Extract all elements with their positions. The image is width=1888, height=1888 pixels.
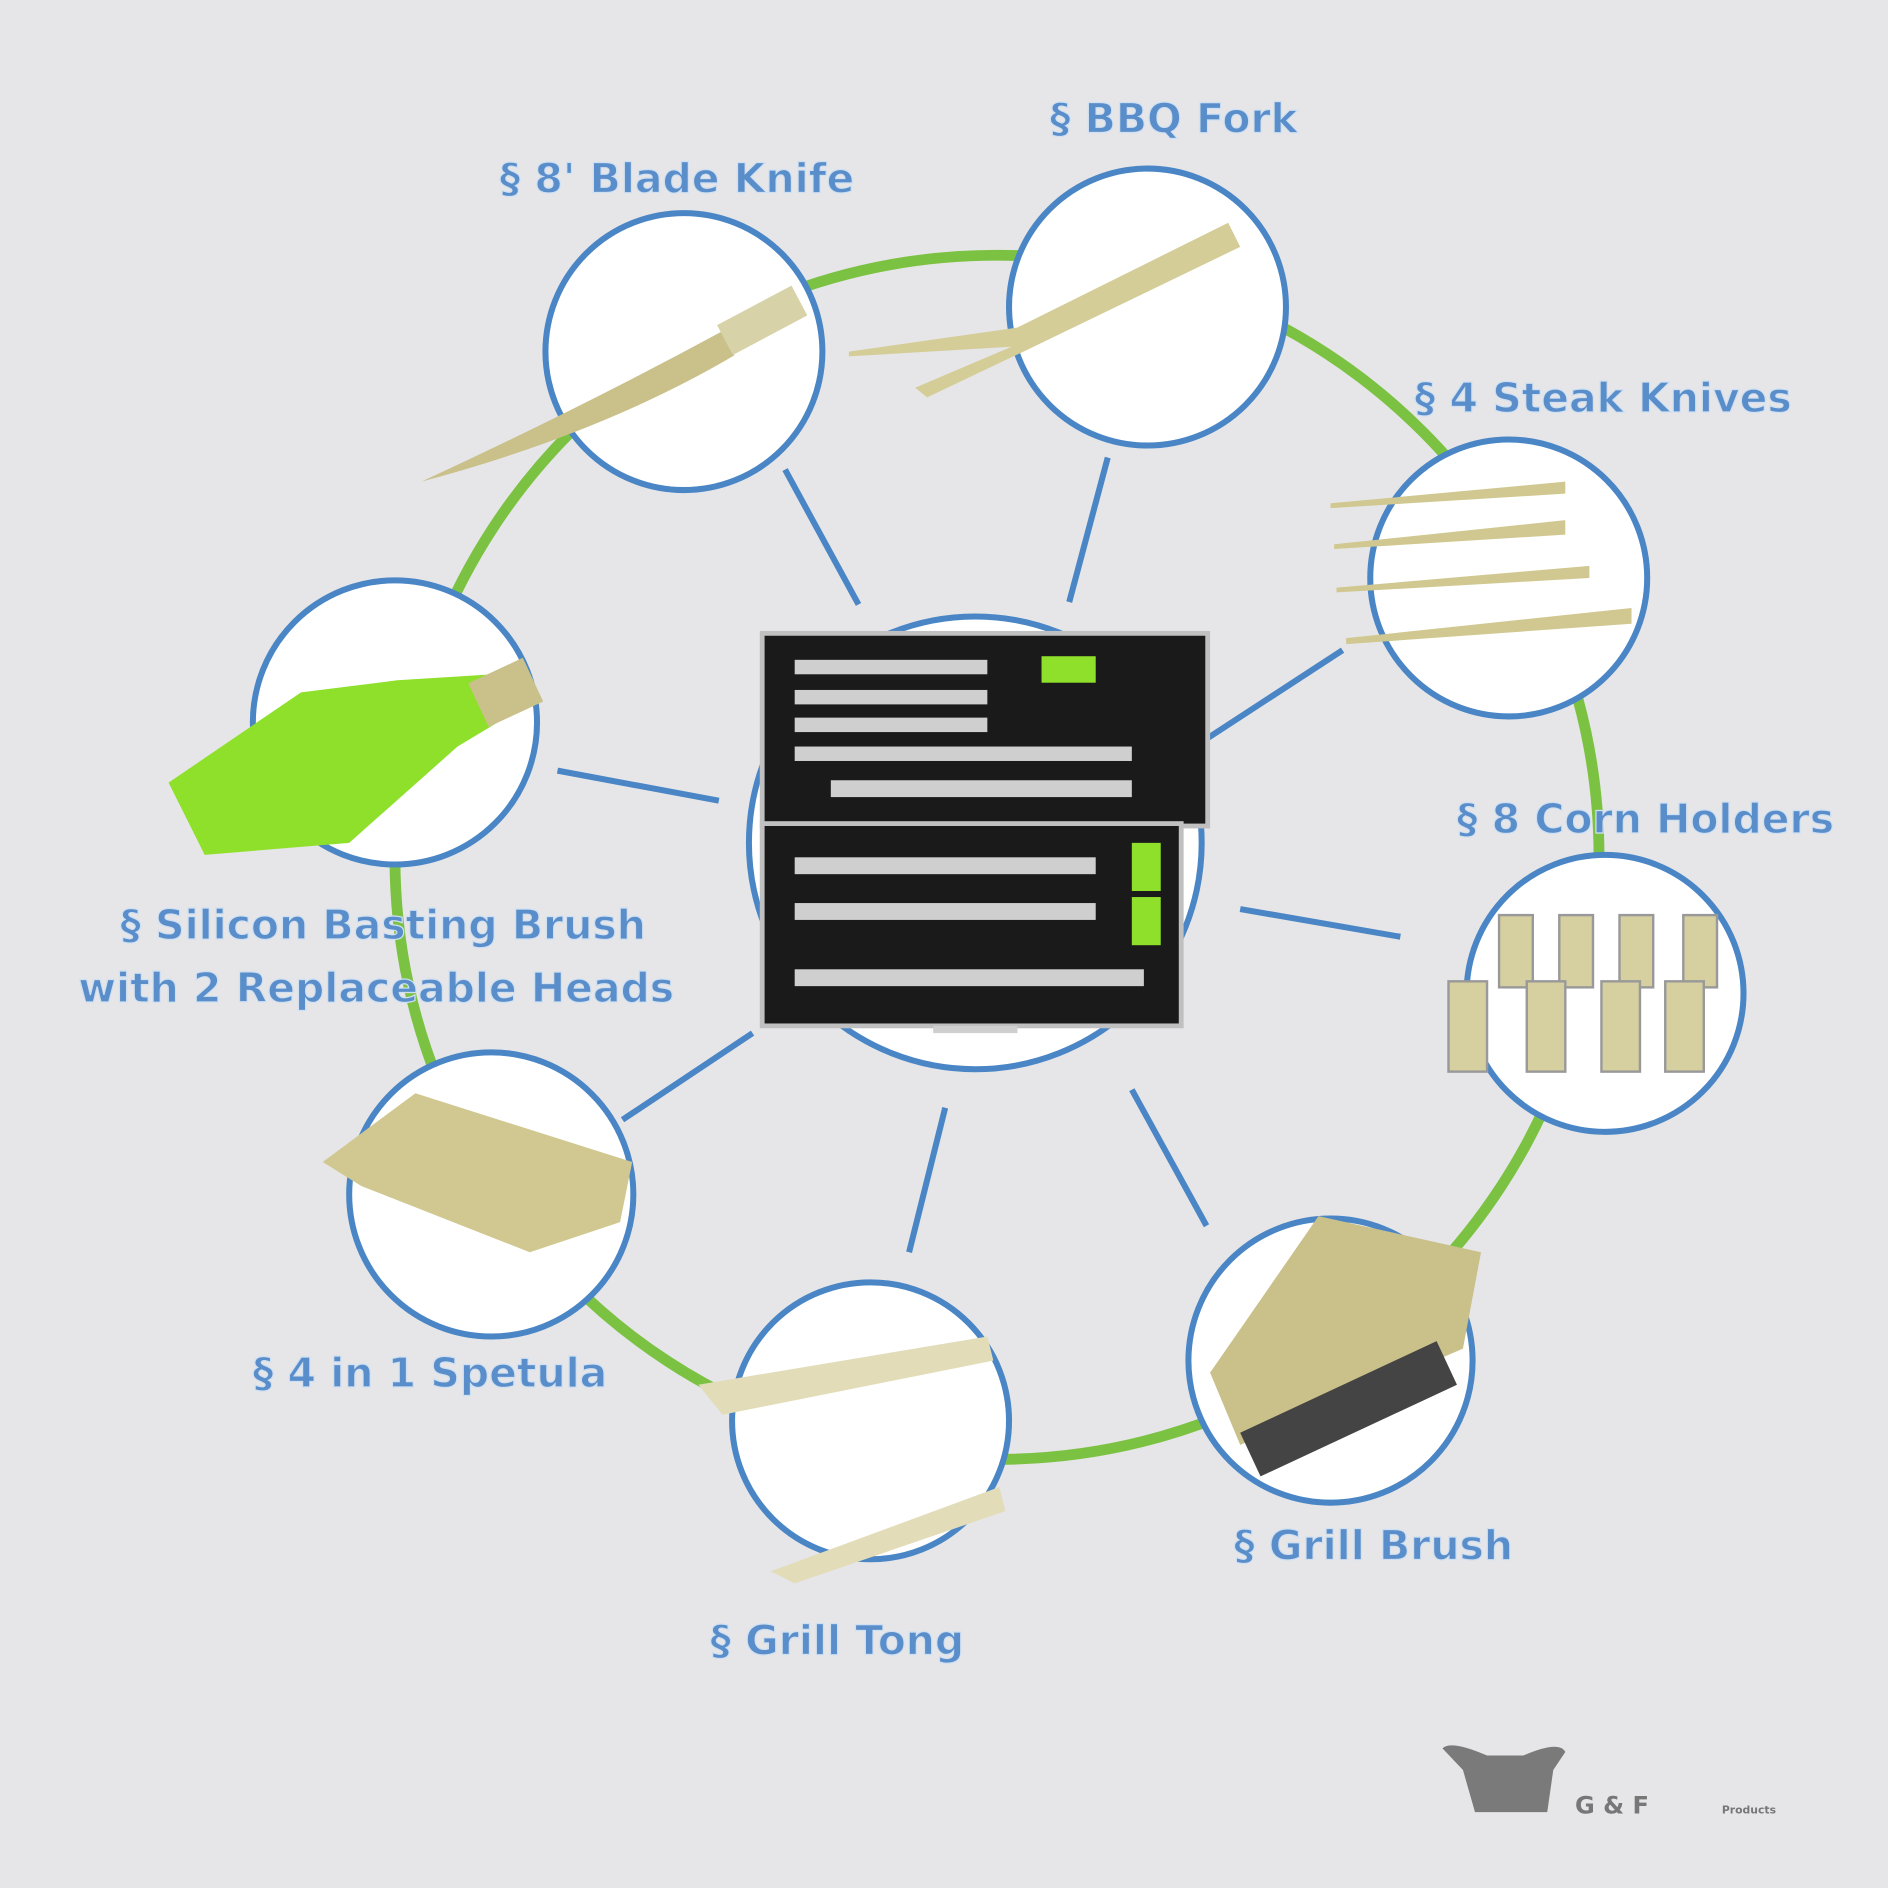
fork-image xyxy=(848,222,1241,398)
label-basting-brush-1: § Silicon Basting Brush xyxy=(120,901,645,949)
label-corn-holders: § 8 Corn Holders xyxy=(1457,795,1834,843)
spatula-image xyxy=(322,1093,633,1253)
logo-subtext: Products xyxy=(1722,1803,1776,1816)
connector-lines xyxy=(556,456,1401,1253)
gf-products-logo: G & F Products xyxy=(1442,1745,1776,1819)
tong-image xyxy=(698,1336,1006,1584)
knife-circle xyxy=(542,210,826,494)
label-bbq-fork: § BBQ Fork xyxy=(1050,94,1299,142)
silicone-brush-image xyxy=(168,657,544,855)
label-spatula: § 4 in 1 Spetula xyxy=(253,1349,607,1397)
grill-brush-image xyxy=(1210,1216,1482,1477)
corn-holders-image xyxy=(1447,913,1719,1073)
fork-circle xyxy=(1006,165,1289,449)
knife-image xyxy=(421,285,808,482)
label-blade-knife: § 8' Blade Knife xyxy=(500,155,855,203)
logo-text: G & F xyxy=(1575,1791,1649,1819)
label-basting-brush-2: with 2 Replaceable Heads xyxy=(78,964,674,1012)
label-steak-knives: § 4 Steak Knives xyxy=(1415,374,1792,422)
label-grill-brush: § Grill Brush xyxy=(1234,1521,1513,1569)
label-grill-tong: § Grill Tong xyxy=(710,1616,964,1664)
tool-case-image xyxy=(759,630,1211,1034)
steak-knives-image xyxy=(1330,481,1632,645)
